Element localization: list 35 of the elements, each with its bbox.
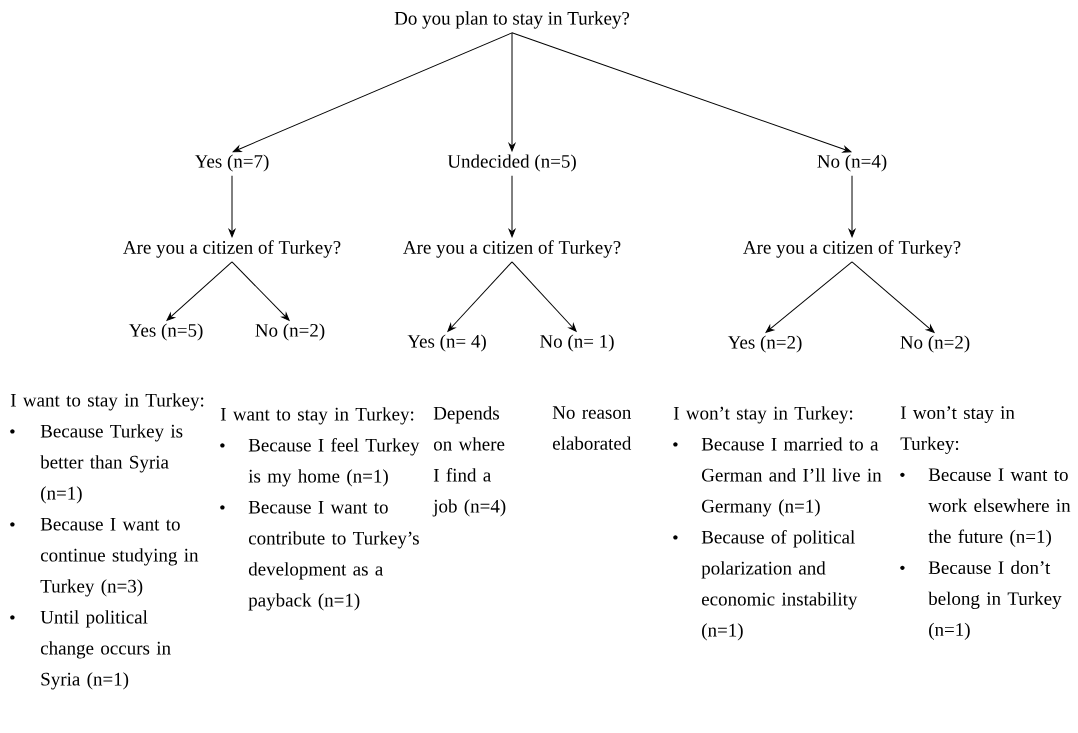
- reason-list: I want to stay in Turkey: Because I feel Turkey is my home (n=1) Because I want to contribute to Turkey’s development as a payback (n=1): [220, 407, 420, 611]
- reason-list: I want to stay in Turkey: Because Turkey is better than Syria (n=1) Because I want to continue studying in Turkey (n=3) Until political change occurs in Syria (n=1): [10, 393, 204, 690]
- reason-list: I won’t stay in Turkey: Because I want to work elsewhere in the future (n=1) Because I don’t belong in Turkey (n=1): [900, 406, 1071, 640]
- node-label: Because I want to continue studying in Turkey (n=3): [40, 517, 199, 597]
- node-label: I want to stay in Turkey:: [10, 393, 204, 411]
- reason-list: No reason elaborated: [552, 406, 632, 450]
- answer-text: No (n=2): [255, 323, 325, 341]
- arrow: [511, 261, 577, 332]
- arrow: [511, 32, 852, 153]
- answer-text: Undecided (n=5): [447, 154, 576, 172]
- arrow: [447, 261, 513, 332]
- answer-text: Yes (n=5): [128, 323, 203, 341]
- arrow: [232, 32, 513, 153]
- answer-text: Yes (n= 4): [407, 334, 486, 352]
- question-text: Are you a citizen of Turkey?: [123, 240, 341, 258]
- node-label: Until political change occurs in Syria (n=1): [40, 610, 171, 690]
- answer-text: No (n=2): [900, 335, 970, 353]
- reason-list: I won’t stay in Turkey: Because I married to a German and I’ll live in Germany (n=1) Because of political polarization and economic instability (n=1): [673, 406, 882, 641]
- reason-list: Depends on where I find a job (n=4): [432, 406, 506, 517]
- arrow: [765, 261, 853, 333]
- arrow: [228, 175, 236, 238]
- question-text: Are you a citizen of Turkey?: [403, 240, 621, 258]
- answer-text: Yes (n=7): [194, 154, 269, 172]
- arrow: [848, 175, 856, 238]
- answer-text: No (n= 1): [540, 334, 614, 352]
- arrow: [851, 261, 935, 333]
- arrow: [166, 261, 233, 321]
- node-label: Because Turkey is better than Syria (n=1): [40, 424, 183, 504]
- question-text: Do you plan to stay in Turkey?: [394, 11, 630, 29]
- arrow: [231, 261, 290, 321]
- answer-text: Yes (n=2): [727, 335, 802, 353]
- answer-text: No (n=4): [817, 154, 887, 172]
- question-text: Are you a citizen of Turkey?: [743, 240, 961, 258]
- arrow: [508, 175, 516, 238]
- arrow: [508, 32, 516, 152]
